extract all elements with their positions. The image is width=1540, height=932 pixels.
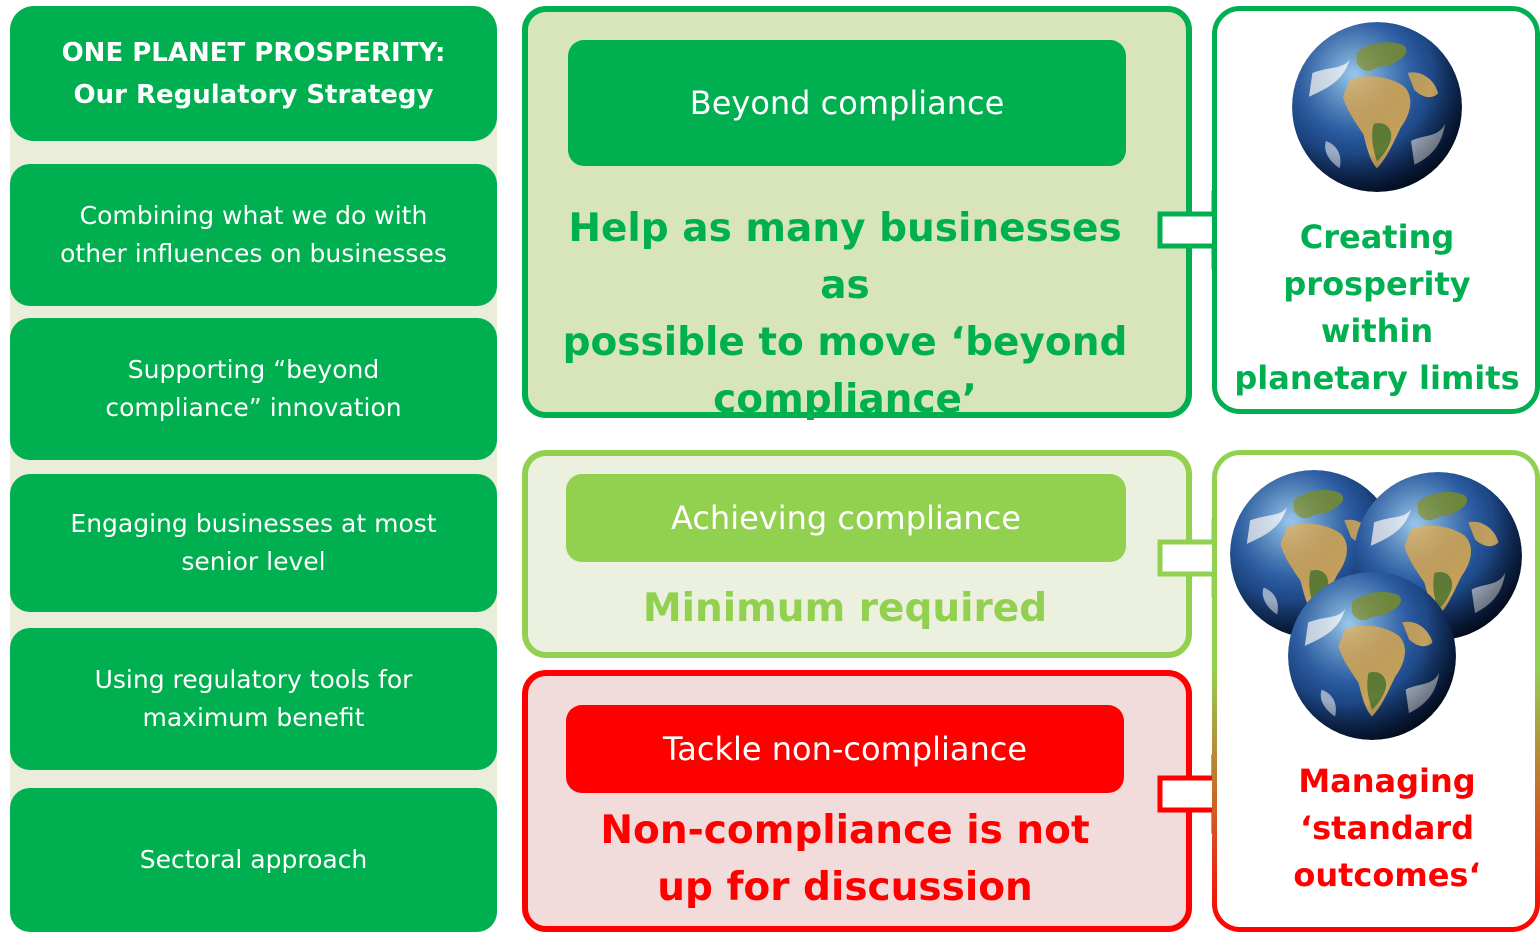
strategy-item-combining: Combining what we do with other influenc…	[10, 164, 497, 306]
strategy-item-sectoral: Sectoral approach	[10, 788, 497, 932]
strategy-item-label: Using regulatory tools for maximum benef…	[94, 665, 413, 732]
strategy-item-label: Engaging businesses at most senior level	[70, 509, 437, 576]
strategy-title-text: ONE PLANET PROSPERITY: Our Regulatory St…	[61, 37, 446, 110]
strategy-item-label: Sectoral approach	[139, 845, 368, 874]
strategy-item-tools: Using regulatory tools for maximum benef…	[10, 628, 497, 770]
outcome-standard-text: Managing ‘standard outcomes‘	[1293, 762, 1481, 894]
strategy-column: ONE PLANET PROSPERITY: Our Regulatory St…	[10, 6, 497, 932]
tackle-non-compliance-text: Non-compliance is not up for discussion	[600, 808, 1090, 910]
beyond-compliance-heading: Beyond compliance	[568, 40, 1126, 166]
achieving-compliance-text: Minimum required	[642, 586, 1048, 631]
globe-icon	[1288, 572, 1456, 740]
strategy-item-label: Supporting “beyond compliance” innovatio…	[105, 355, 402, 422]
strategy-item-label: Combining what we do with other influenc…	[60, 201, 447, 268]
globe-icon	[1292, 22, 1462, 192]
strategy-title: ONE PLANET PROSPERITY: Our Regulatory St…	[10, 6, 497, 141]
achieving-compliance-heading: Achieving compliance	[566, 474, 1126, 562]
strategy-item-engaging: Engaging businesses at most senior level	[10, 474, 497, 612]
strategy-item-supporting: Supporting “beyond compliance” innovatio…	[10, 318, 497, 460]
tackle-non-compliance-heading: Tackle non-compliance	[566, 705, 1124, 793]
outcome-prosperity-text: Creating prosperity within planetary lim…	[1234, 218, 1520, 397]
beyond-compliance-text: Help as many businesses as possible to m…	[562, 206, 1128, 422]
